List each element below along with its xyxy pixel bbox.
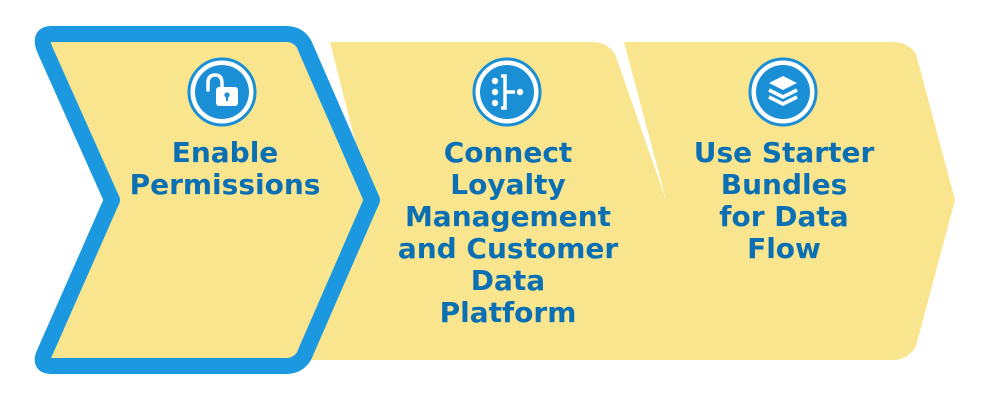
step-3-label-line: Bundles	[720, 168, 848, 201]
step-3-label-line: Use Starter	[693, 136, 875, 169]
step-1-label: Enable Permissions	[95, 137, 355, 201]
data-flow-icon	[472, 57, 542, 127]
unlocked-padlock-icon	[187, 57, 257, 127]
step-2-label-line: Platform	[439, 296, 577, 329]
step-3-chevron[interactable]	[582, 42, 955, 360]
stacked-layers-icon	[748, 57, 818, 127]
step-2-label-line: and Customer	[397, 232, 619, 265]
step-3-label-line: for Data	[719, 200, 849, 233]
step-2-label-line: Data	[470, 264, 546, 297]
step-2-label-line: Loyalty	[450, 168, 566, 201]
step-2-label-line: Management	[404, 200, 612, 233]
step-3-label-line: Flow	[747, 232, 821, 265]
step-2-label: Connect Loyalty Management and Customer …	[378, 137, 638, 329]
step-2-label-line: Connect	[443, 136, 573, 169]
step-3-label: Use Starter Bundles for Data Flow	[654, 137, 914, 265]
step-1-chevron[interactable]	[34, 26, 380, 374]
step-1-label-line: Permissions	[129, 168, 321, 201]
step-2-chevron[interactable]	[292, 42, 666, 360]
step-1-label-line: Enable	[171, 136, 279, 169]
